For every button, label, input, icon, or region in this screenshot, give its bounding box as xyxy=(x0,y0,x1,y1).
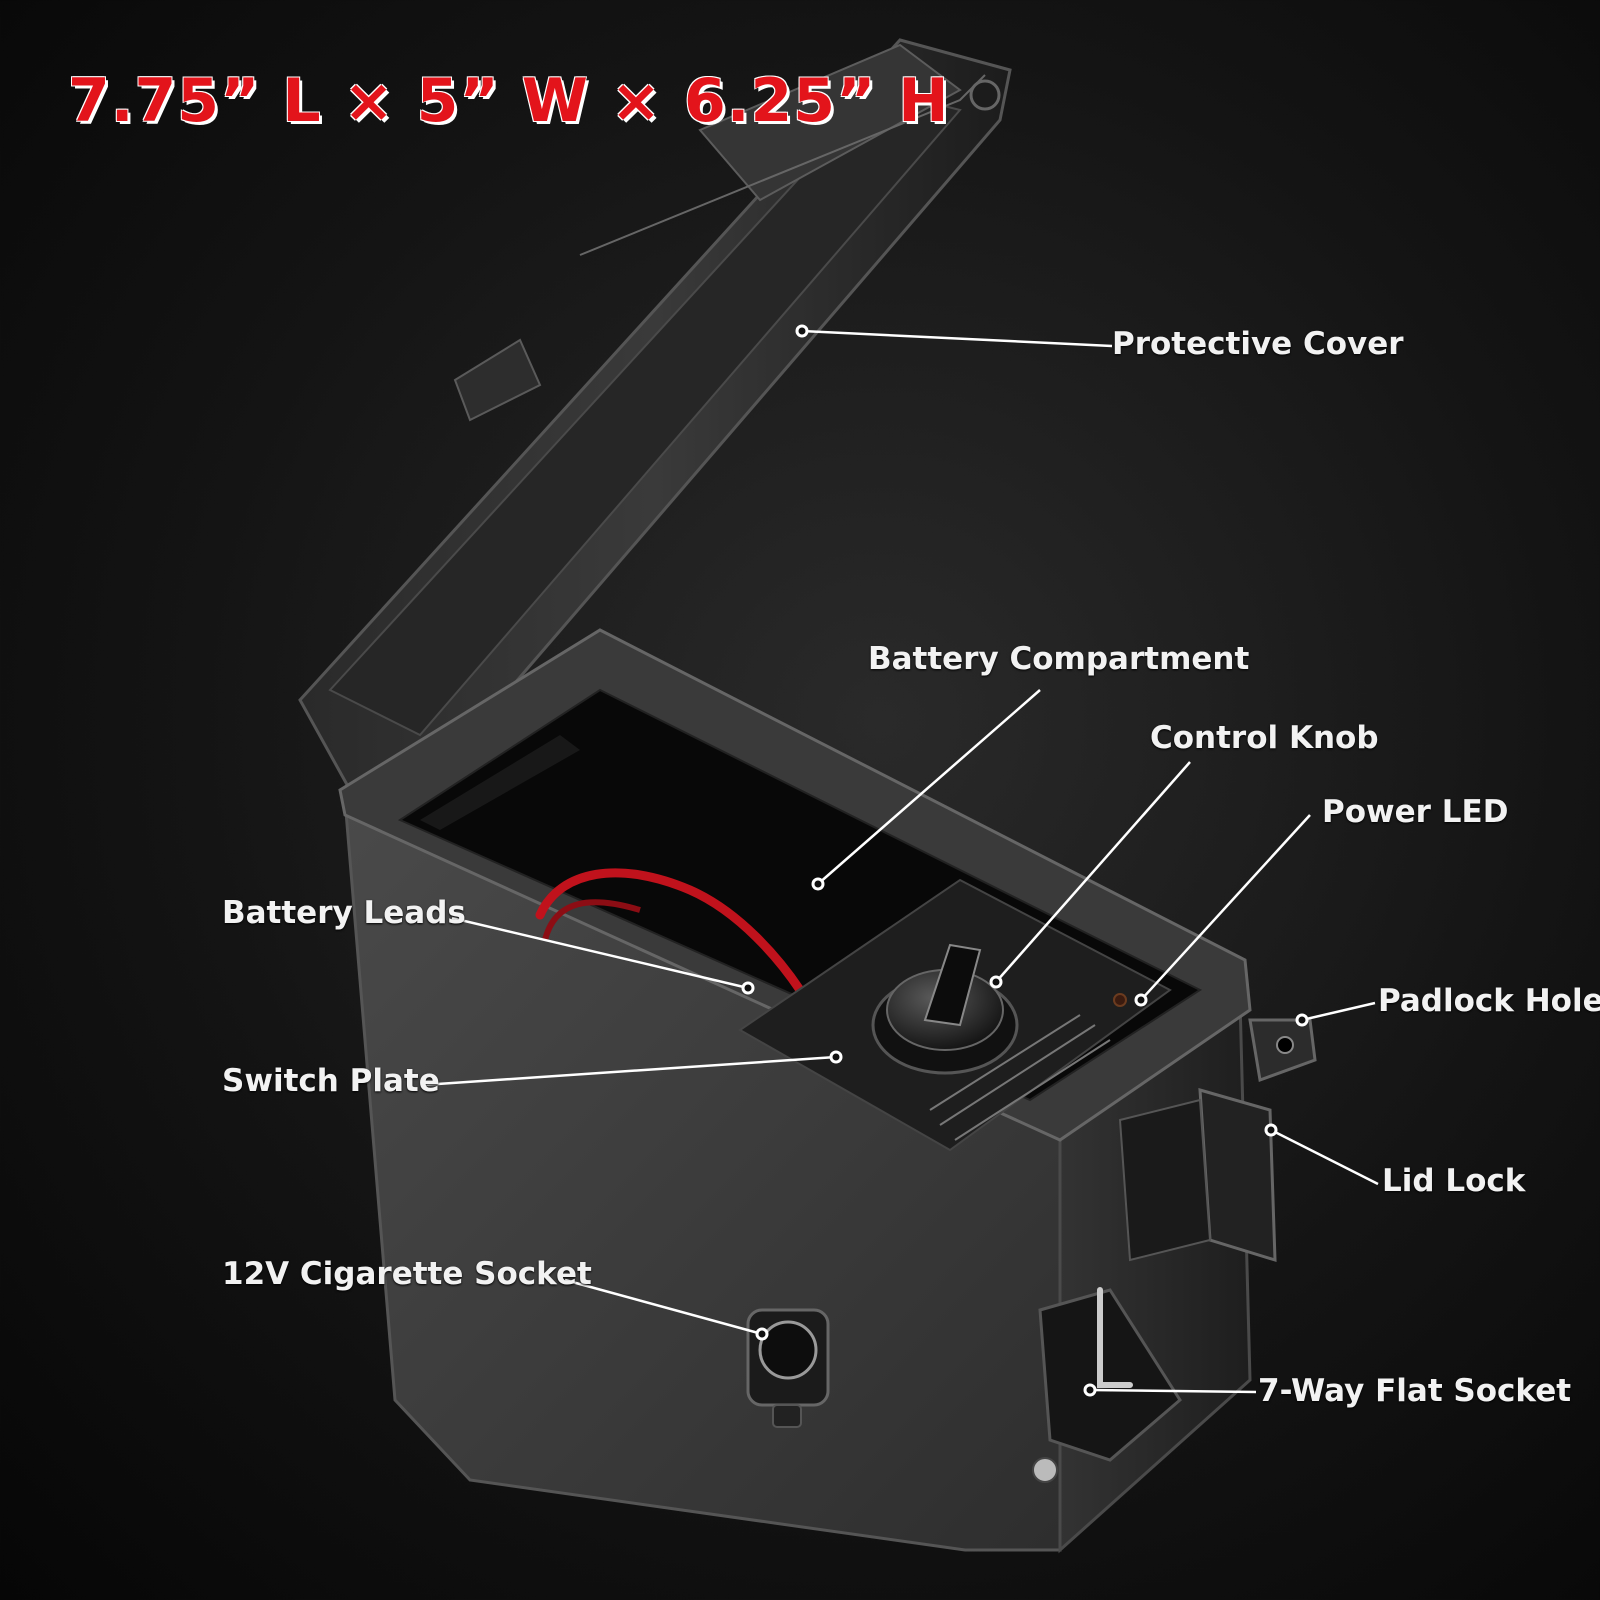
callout-lid-lock: Lid Lock xyxy=(1382,1163,1526,1199)
dimensions-title: 7.75” L × 5” W × 6.25” H xyxy=(68,66,950,136)
callout-padlock-hole: Padlock Hole xyxy=(1378,983,1600,1019)
callout-switch-plate: Switch Plate xyxy=(222,1063,440,1099)
battery-box-body xyxy=(338,628,1317,1554)
callout-battery-compartment: Battery Compartment xyxy=(868,641,1250,677)
callout-power-led: Power LED xyxy=(1322,794,1509,830)
callout-cigarette-socket: 12V Cigarette Socket xyxy=(222,1256,592,1292)
leader-lines xyxy=(422,329,1379,1394)
callout-control-knob: Control Knob xyxy=(1150,720,1379,756)
callout-flat-socket: 7-Way Flat Socket xyxy=(1258,1373,1572,1409)
callout-battery-leads: Battery Leads xyxy=(222,895,466,931)
callout-protective-cover: Protective Cover xyxy=(1112,326,1404,362)
leader-dots xyxy=(741,324,1309,1397)
protective-cover-shape xyxy=(298,38,1012,792)
